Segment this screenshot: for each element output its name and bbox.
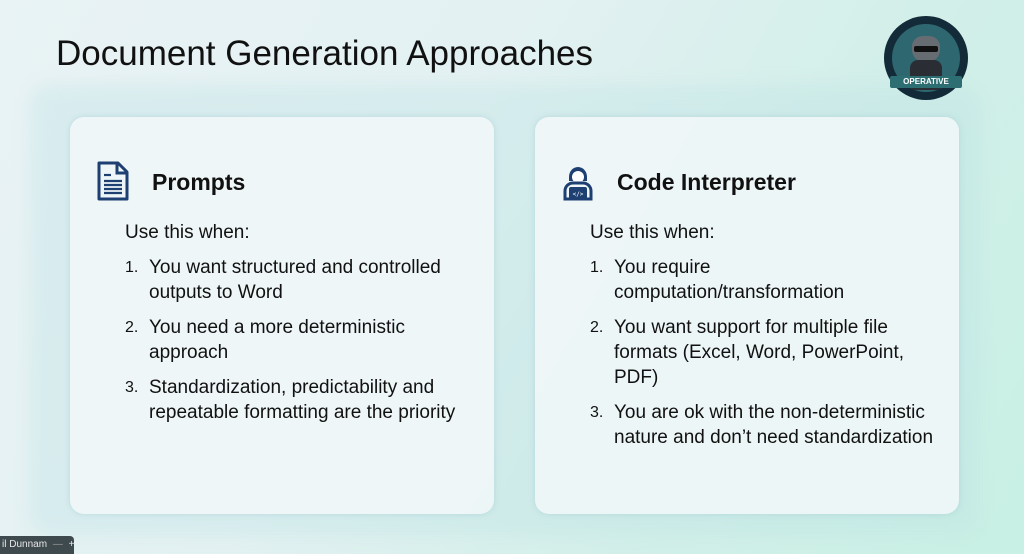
card-subtitle: Use this when: xyxy=(125,222,250,243)
participant-name: il Dunnam xyxy=(2,539,48,550)
logo-banner: OPERATIVE xyxy=(890,76,962,88)
list-item: 3. Standardization, predictability and re… xyxy=(125,375,475,425)
item-text: Standardization, predictability and repe… xyxy=(149,377,456,423)
card-title: Code Interpreter xyxy=(617,169,796,195)
item-number: 3. xyxy=(590,404,604,421)
document-icon xyxy=(97,161,129,201)
criteria-list: 1. You want structured and controlled out… xyxy=(125,255,475,435)
svg-text:</>: </> xyxy=(573,191,584,198)
item-number: 1. xyxy=(590,259,604,276)
prompts-card: Prompts Use this when: 1. You want struct… xyxy=(70,117,494,514)
operative-logo: OPERATIVE xyxy=(884,16,968,100)
participant-name-tag: il Dunnam — + xyxy=(0,536,74,554)
list-item: 1. You want structured and controlled out… xyxy=(125,255,475,305)
list-item: 2. You want support for multiple file for… xyxy=(590,315,940,390)
card-title: Prompts xyxy=(152,169,246,195)
item-text: You want structured and controlled outpu… xyxy=(149,257,441,303)
item-text: You need a more deterministic approach xyxy=(149,317,405,363)
criteria-list: 1. You require computation/transformation… xyxy=(590,255,940,460)
developer-icon: </> xyxy=(563,167,593,201)
slide-title: Document Generation Approaches xyxy=(56,34,593,73)
expand-button[interactable]: + xyxy=(68,539,74,550)
item-number: 2. xyxy=(125,319,139,336)
item-number: 3. xyxy=(125,379,139,396)
item-number: 1. xyxy=(125,259,139,276)
list-item: 2. You need a more deterministic approach xyxy=(125,315,475,365)
minimize-button[interactable]: — xyxy=(52,539,63,550)
item-text: You are ok with the non-deterministic na… xyxy=(614,402,934,448)
list-item: 1. You require computation/transformation xyxy=(590,255,940,305)
item-text: You require computation/transformation xyxy=(614,257,845,303)
code-interpreter-card: </> Code Interpreter Use this when: 1. Yo… xyxy=(535,117,959,514)
item-number: 2. xyxy=(590,319,604,336)
item-text: You want support for multiple file forma… xyxy=(614,317,905,388)
list-item: 3. You are ok with the non-deterministic … xyxy=(590,400,940,450)
card-subtitle: Use this when: xyxy=(590,222,715,243)
